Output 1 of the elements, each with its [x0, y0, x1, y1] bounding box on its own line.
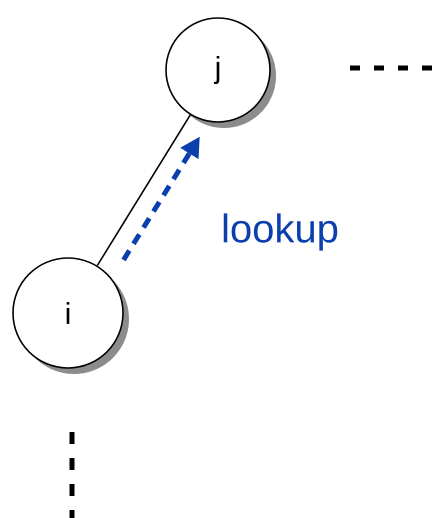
- edge-label: lookup: [224, 213, 338, 251]
